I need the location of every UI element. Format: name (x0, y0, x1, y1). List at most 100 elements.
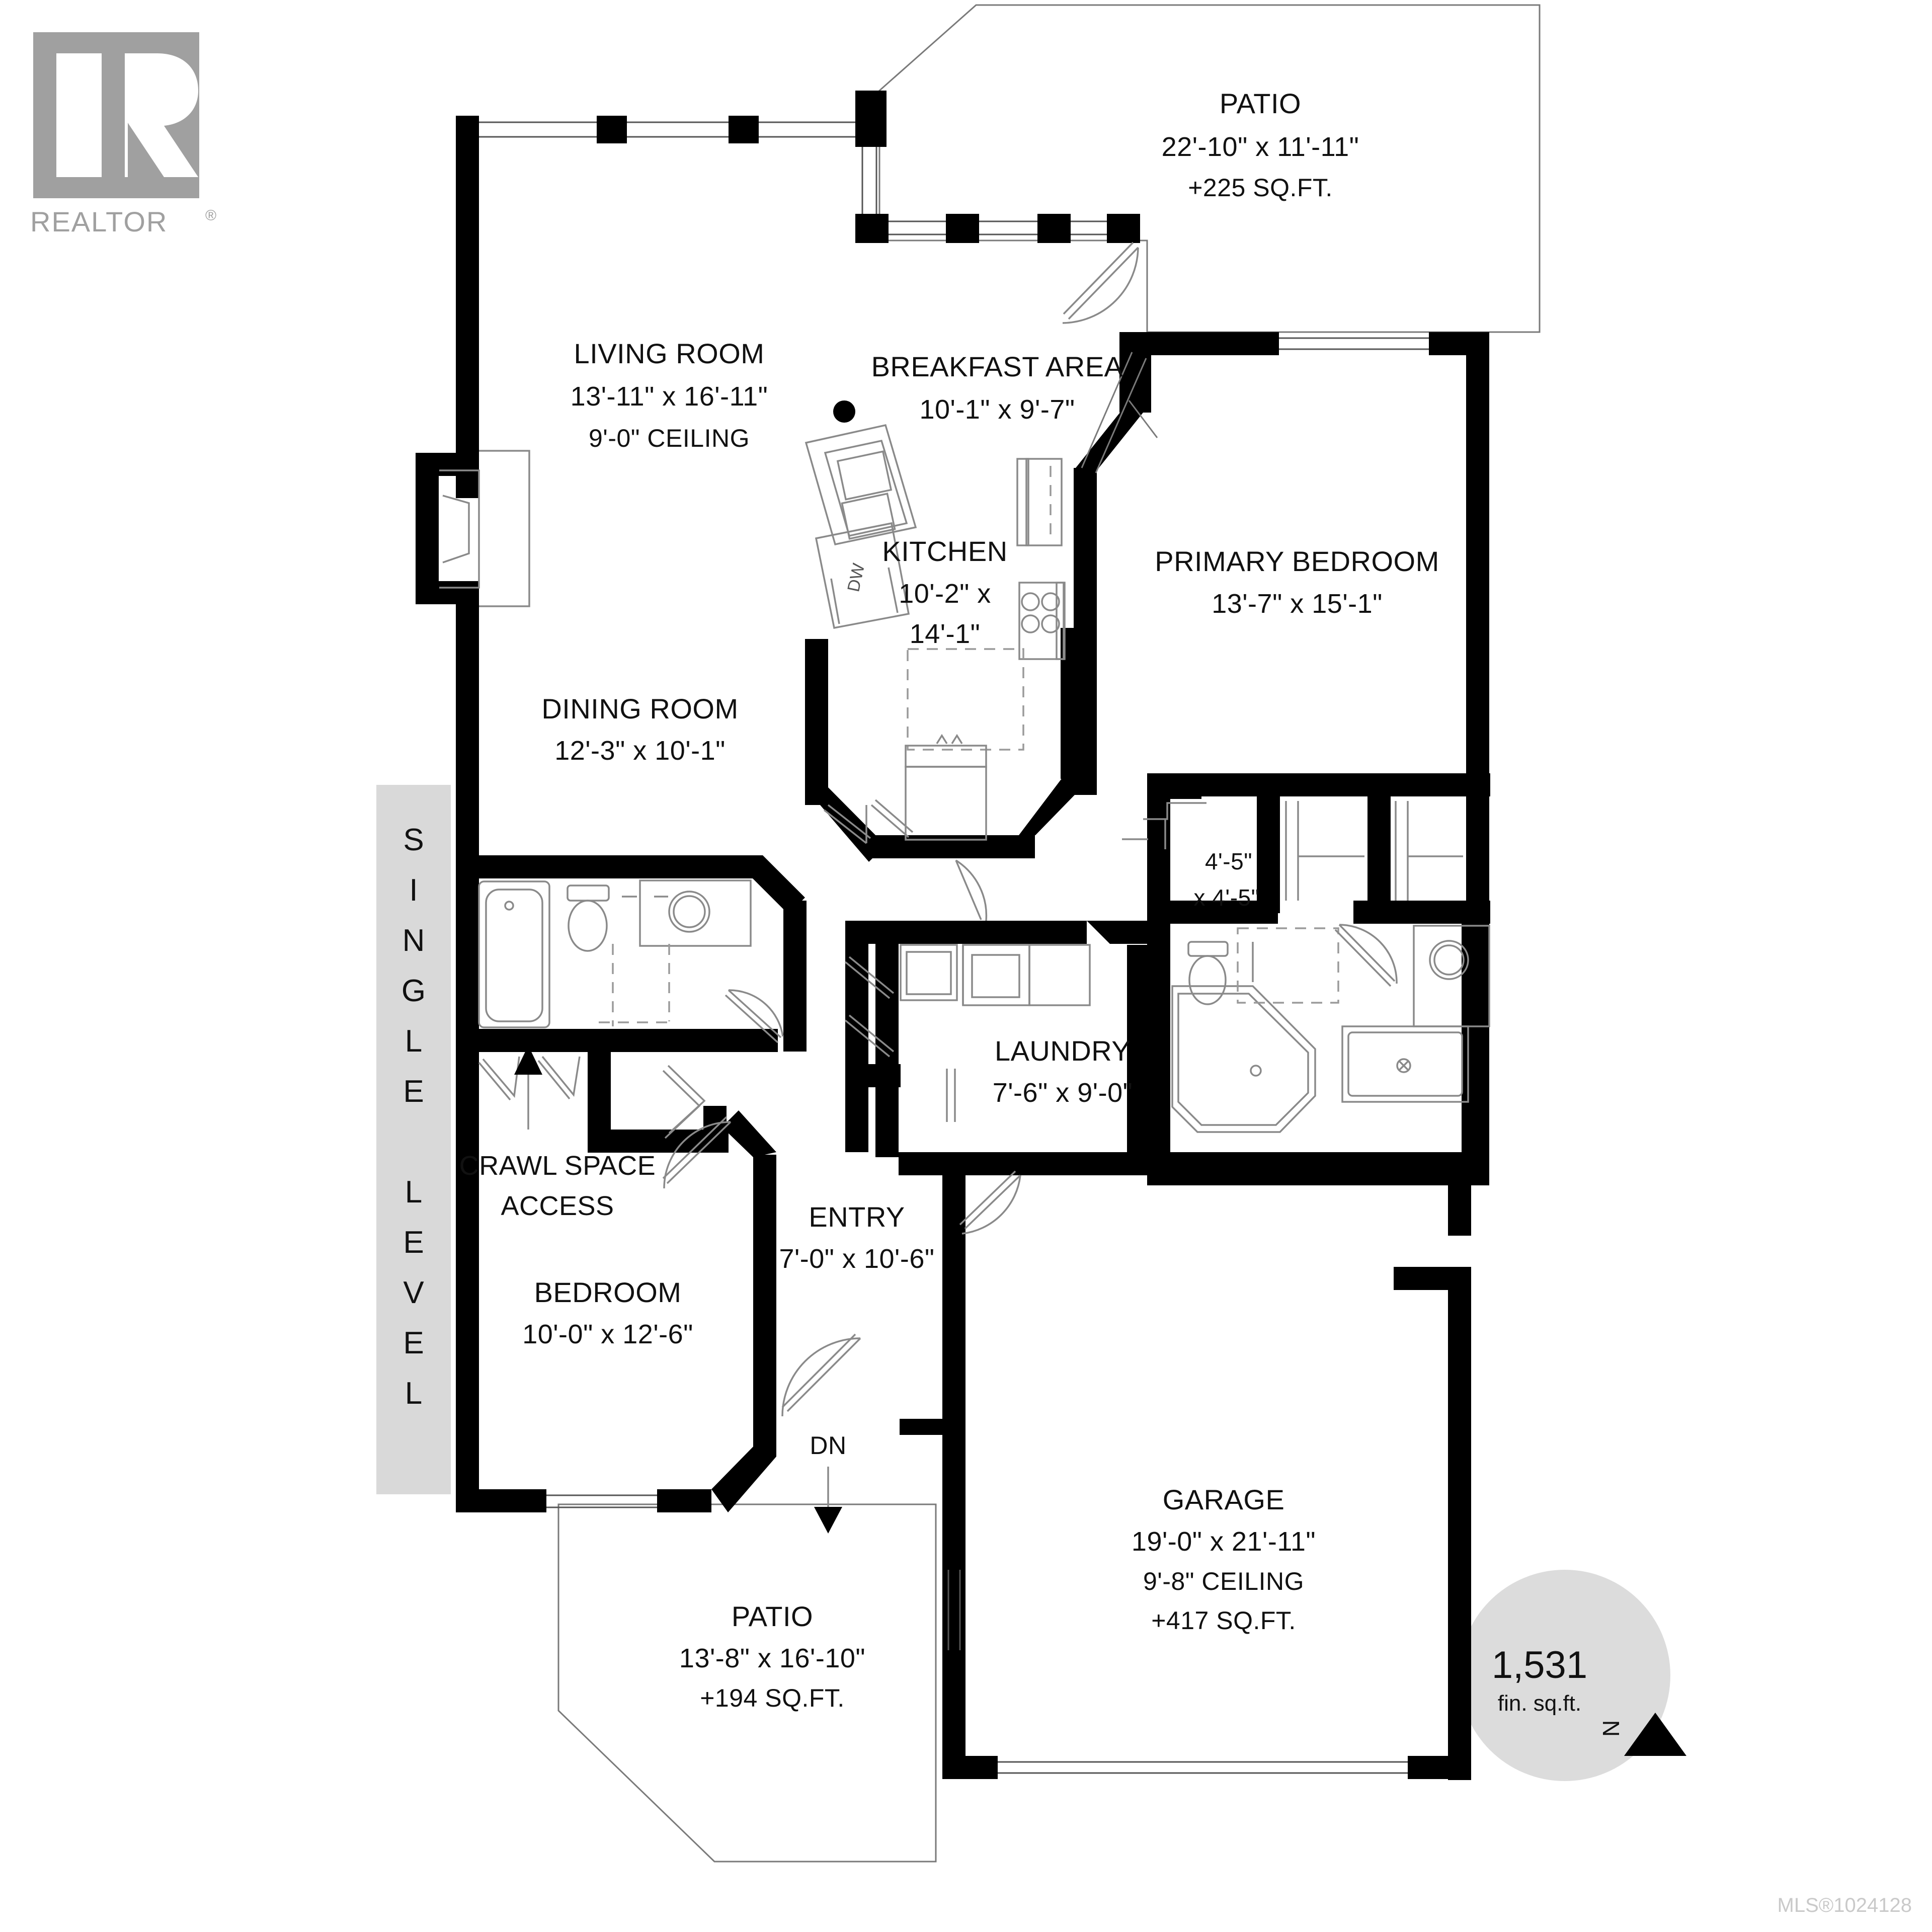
door-main-bath (725, 989, 784, 1043)
patio-upper-area: +225 SQ.FT. (1188, 174, 1333, 202)
toilet-main-bath (567, 884, 610, 952)
breakfast-area-dimensions: 10'-1" x 9'-7" (919, 394, 1075, 425)
crawl-space-arrow (514, 1045, 542, 1130)
room-label-living-room: LIVING ROOM 13'-11" x 16'-11" 9'-0" CEIL… (571, 338, 768, 452)
room-label-bedroom: BEDROOM 10'-0" x 12'-6" (522, 1276, 693, 1349)
crawl-space-line1: CRAWL SPACE (459, 1151, 656, 1181)
down-annotation: DN (810, 1431, 846, 1534)
area-badge-circle (1459, 1570, 1670, 1781)
single-level-letter-5: E (403, 1074, 424, 1109)
garage-area: +417 SQ.FT. (1151, 1606, 1296, 1635)
living-room-ceiling: 9'-0" CEILING (589, 424, 750, 452)
kitchen-island (804, 400, 917, 546)
compass-north-label: N (1598, 1720, 1624, 1737)
room-label-ensuite-closet: 4'-5" x 4'-5" (1194, 848, 1260, 911)
primary-bedroom-dimensions: 13'-7" x 15'-1" (1212, 589, 1383, 619)
room-label-garage: GARAGE 19'-0" x 21'-11" 9'-8" CEILING +4… (1132, 1484, 1316, 1635)
realtor-wordmark: REALTOR (30, 206, 168, 237)
door-hall-closet (662, 1065, 706, 1139)
kitchen-name: KITCHEN (882, 535, 1007, 567)
single-level-letter-1: I (409, 873, 418, 908)
single-level-letter-4: L (405, 1024, 422, 1059)
room-label-entry: ENTRY 7'-0" x 10'-6" (779, 1201, 934, 1274)
patio-upper-name: PATIO (1220, 88, 1301, 119)
patio-lower-outline (557, 1503, 937, 1863)
area-badge-value: 1,531 (1492, 1644, 1587, 1686)
room-label-kitchen: KITCHEN 10'-2" x 14'-1" (882, 535, 1007, 649)
single-level-letter-8: V (403, 1275, 424, 1310)
garage-name: GARAGE (1163, 1484, 1285, 1515)
closet-doors-primary (1285, 801, 1463, 901)
single-level-band (376, 785, 451, 1494)
kitchen-table (907, 648, 1024, 751)
single-level-letters: S I N G L E L E V E L (401, 823, 426, 1411)
single-level-letter-0: S (403, 823, 424, 857)
laundry-appliances (900, 944, 1091, 1006)
area-badge-unit: fin. sq.ft. (1498, 1691, 1581, 1716)
ensuite-closet-dim-line1: 4'-5" (1205, 848, 1252, 874)
door-ensuite (1334, 924, 1398, 987)
single-level-letter-9: E (403, 1326, 424, 1360)
refrigerator (1016, 458, 1063, 546)
laundry-name: LAUNDRY (995, 1035, 1131, 1067)
dining-room-dimensions: 12'-3" x 10'-1" (554, 736, 726, 766)
door-front-entry (781, 1333, 861, 1417)
entry-name: ENTRY (809, 1201, 905, 1233)
single-level-letter-6: L (405, 1175, 422, 1210)
room-label-laundry: LAUNDRY 7'-6" x 9'-0" (993, 1035, 1133, 1108)
kitchen-sink (905, 734, 987, 841)
room-label-patio-upper: PATIO 22'-10" x 11'-11" +225 SQ.FT. (1162, 88, 1359, 202)
island-pendant-icon (833, 400, 855, 423)
room-label-patio-lower: PATIO 13'-8" x 16'-10" +194 SQ.FT. (679, 1600, 865, 1712)
breakfast-area-name: BREAKFAST AREA (871, 351, 1123, 382)
ensuite-closet-dim-line2: x 4'-5" (1194, 884, 1260, 911)
sliding-door-primary (1081, 352, 1158, 473)
vanity-main-bath (622, 879, 752, 947)
patio-lower-name: PATIO (732, 1600, 813, 1632)
toilet-ensuite (1187, 941, 1254, 1005)
north-arrow-icon (1624, 1713, 1686, 1756)
room-label-breakfast-area: BREAKFAST AREA 10'-1" x 9'-7" (871, 351, 1123, 425)
patio-lower-dimensions: 13'-8" x 16'-10" (679, 1643, 865, 1673)
door-entry-hall-2 (844, 1014, 895, 1058)
closet-shelf-small (1122, 802, 1206, 849)
door-laundry (946, 1069, 956, 1122)
shower-ensuite (1341, 1025, 1469, 1103)
ensuite-walkway (1237, 927, 1339, 1004)
realtor-logo-bar (56, 53, 102, 177)
single-level-letter-10: L (405, 1376, 422, 1411)
single-level-letter-2: N (403, 923, 425, 958)
door-garage-interior (959, 1170, 1021, 1235)
laundry-dimensions: 7'-6" x 9'-0" (993, 1078, 1133, 1108)
patio-door-breakfast (1062, 242, 1139, 324)
range (1018, 582, 1066, 660)
dining-kitchen-doors (823, 799, 914, 844)
living-room-name: LIVING ROOM (574, 338, 765, 369)
crawl-space-line2: ACCESS (501, 1191, 614, 1221)
room-label-crawl-space: CRAWL SPACE ACCESS (459, 1151, 656, 1221)
bedroom-name: BEDROOM (534, 1276, 682, 1308)
vanity-ensuite (1413, 925, 1490, 1027)
mls-number: MLS®1024128 (1778, 1894, 1912, 1916)
garage-dimensions: 19'-0" x 21'-11" (1132, 1526, 1316, 1557)
bathtub (478, 880, 550, 1028)
patio-lower-area: +194 SQ.FT. (700, 1684, 845, 1712)
single-level-letter-7: E (403, 1225, 424, 1260)
single-level-letter-3: G (401, 974, 426, 1008)
down-label: DN (810, 1431, 846, 1460)
entry-dimensions: 7'-0" x 10'-6" (779, 1244, 934, 1274)
kitchen-dimensions-line2: 14'-1" (910, 619, 981, 649)
dining-room-name: DINING ROOM (541, 693, 738, 725)
kitchen-dimensions-line1: 10'-2" x (899, 579, 991, 609)
living-room-dimensions: 13'-11" x 16'-11" (571, 381, 768, 412)
door-entry-hall-1 (844, 956, 895, 999)
patio-upper-dimensions: 22'-10" x 11'-11" (1162, 132, 1359, 162)
realtor-logo-r (125, 53, 198, 177)
primary-bedroom-name: PRIMARY BEDROOM (1155, 545, 1439, 577)
area-badge: 1,531 fin. sq.ft. (1492, 1644, 1587, 1716)
garage-ceiling: 9'-8" CEILING (1143, 1567, 1304, 1595)
door-kitchen-hall (955, 859, 988, 921)
realtor-logo: REALTOR ® (30, 30, 242, 247)
room-label-primary-bedroom: PRIMARY BEDROOM 13'-7" x 15'-1" (1155, 545, 1439, 619)
